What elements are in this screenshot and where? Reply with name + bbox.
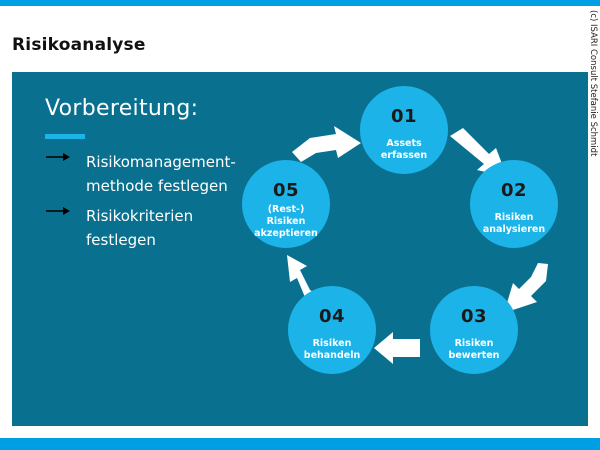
process-step-02: 02 Risiken analysieren <box>470 160 558 248</box>
process-step-03: 03 Risiken bewerten <box>430 286 518 374</box>
step-number: 01 <box>390 106 418 127</box>
heading-underline <box>45 134 85 139</box>
cycle-arrow-icon <box>287 255 320 302</box>
arrow-right-icon <box>46 153 70 161</box>
process-step-04: 04 Risiken behandeln <box>288 286 376 374</box>
preparation-item-text: Risikokriterien festlegen <box>86 207 194 249</box>
process-step-05: 05 (Rest-) Risiken akzeptieren <box>242 160 330 248</box>
step-label: Risiken analysieren <box>482 212 546 235</box>
step-number: 02 <box>500 180 528 201</box>
slide-title: Risikoanalyse <box>12 35 146 55</box>
cycle-arrow-icon <box>374 332 420 364</box>
step-number: 05 <box>272 180 300 201</box>
cycle-arrow-icon <box>504 263 548 313</box>
step-label: (Rest-) Risiken akzeptieren <box>254 204 318 239</box>
preparation-heading: Vorbereitung: <box>45 96 199 121</box>
bottom-accent-bar <box>0 438 600 450</box>
top-accent-bar <box>0 0 600 6</box>
step-number: 04 <box>318 306 346 327</box>
arrow-right-icon <box>46 207 70 215</box>
step-label: Assets erfassen <box>380 138 428 161</box>
preparation-item-text: Risikomanagement- methode festlegen <box>86 153 236 195</box>
cycle-arrow-icon <box>292 126 361 162</box>
step-number: 03 <box>460 306 488 327</box>
step-label: Risiken bewerten <box>448 338 500 361</box>
process-step-01: 01 Assets erfassen <box>360 86 448 174</box>
step-label: Risiken behandeln <box>303 338 361 361</box>
